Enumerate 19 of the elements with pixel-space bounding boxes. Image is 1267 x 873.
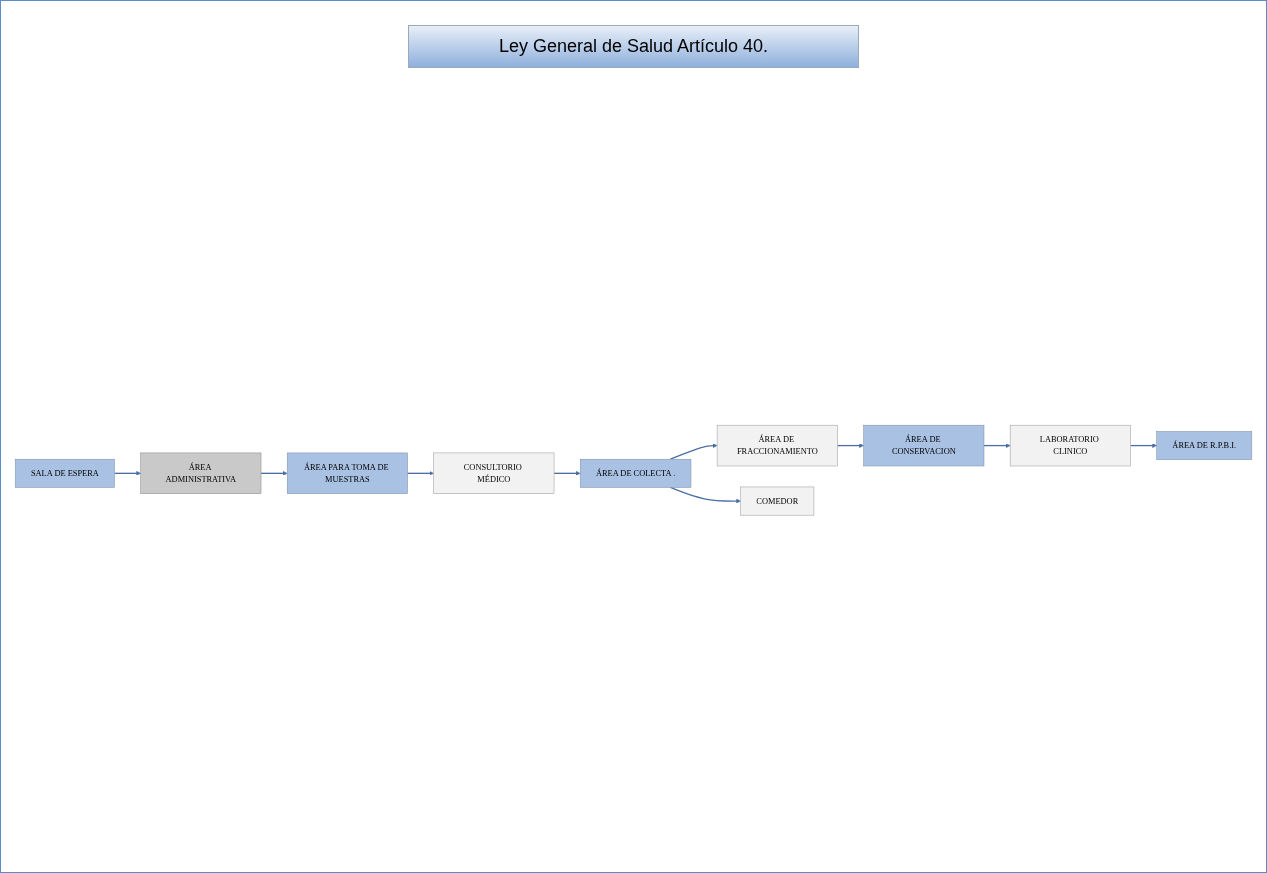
node-box: ÁREA DE CONSERVACION bbox=[863, 424, 985, 467]
node-box: LABORATORIO CLINICO bbox=[1009, 424, 1131, 467]
node-box: ÁREA PARA TOMA DE MUESTRAS bbox=[286, 452, 408, 494]
node-box: SALA DE ESPERA bbox=[14, 458, 115, 488]
arrow bbox=[983, 443, 1011, 448]
node-box: ÁREA DE FRACCIONAMIENTO bbox=[716, 424, 838, 467]
node-box: CONSULTORIO MÉDICO bbox=[433, 452, 555, 494]
node-box: ÁREA DE COLECTA . bbox=[579, 458, 692, 488]
arrow bbox=[553, 470, 581, 476]
node-box: ÁREA ADMINISTRATIVA bbox=[140, 452, 262, 494]
node-box: ÁREA DE R.P.B.I. bbox=[1156, 431, 1253, 460]
arrow bbox=[1129, 443, 1157, 448]
arrow bbox=[406, 470, 434, 476]
arrow bbox=[836, 443, 864, 448]
title-box: Ley General de Salud Artículo 40. bbox=[407, 25, 860, 68]
arrow bbox=[260, 470, 288, 476]
arrow bbox=[113, 470, 141, 476]
arrow bbox=[669, 443, 718, 460]
node-box: COMEDOR bbox=[740, 486, 815, 516]
